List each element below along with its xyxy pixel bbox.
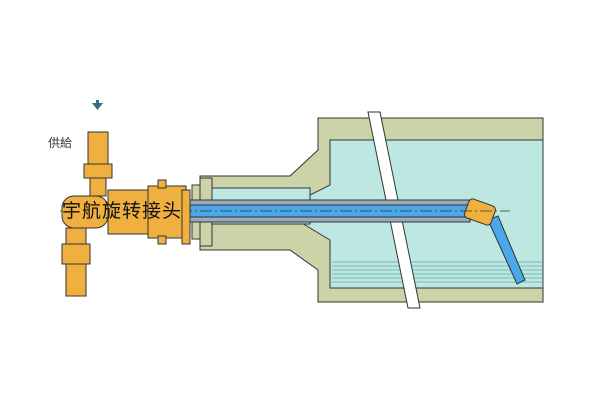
supply-label: 供給 [48, 136, 73, 150]
watermark: 宇航旋转接头 [62, 200, 183, 222]
rotary-joint-body [61, 131, 191, 297]
supply-arrow-icon [92, 100, 103, 110]
